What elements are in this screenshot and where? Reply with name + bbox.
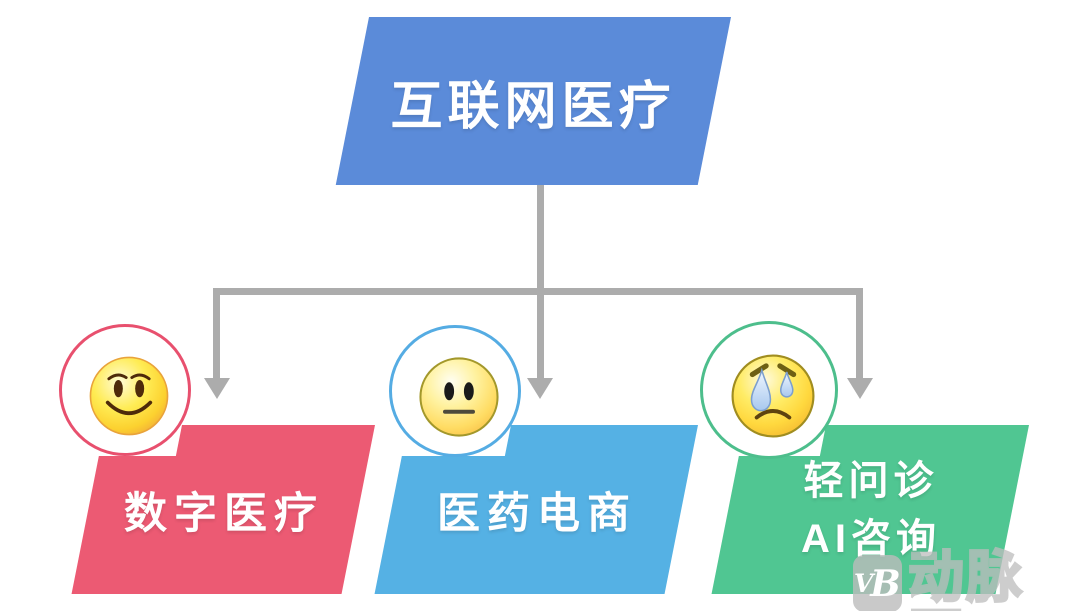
emoji-bubble-happy: [59, 324, 191, 456]
watermark: V B 动脉网: [853, 545, 1071, 611]
emoji-bubble-crying: [700, 321, 838, 459]
arrowhead-middle-icon: [527, 378, 553, 399]
crying-face-icon: [731, 354, 815, 438]
watermark-logo-b: B: [870, 562, 901, 605]
watermark-logo-icon: V B: [853, 555, 902, 611]
connector-vertical-root: [537, 184, 544, 295]
arrowhead-left-icon: [204, 378, 230, 399]
connector-vertical-left: [213, 288, 220, 379]
connector-vertical-right: [856, 288, 863, 379]
watermark-logo-v: V: [853, 569, 874, 598]
happy-face-icon: [89, 356, 169, 436]
connector-vertical-middle: [537, 288, 544, 379]
emoji-bubble-neutral: [389, 325, 521, 457]
root-node-shape: [335, 17, 731, 185]
watermark-text: 动脉网: [907, 545, 1025, 611]
arrowhead-right-icon: [847, 378, 873, 399]
neutral-face-icon: [419, 357, 499, 437]
